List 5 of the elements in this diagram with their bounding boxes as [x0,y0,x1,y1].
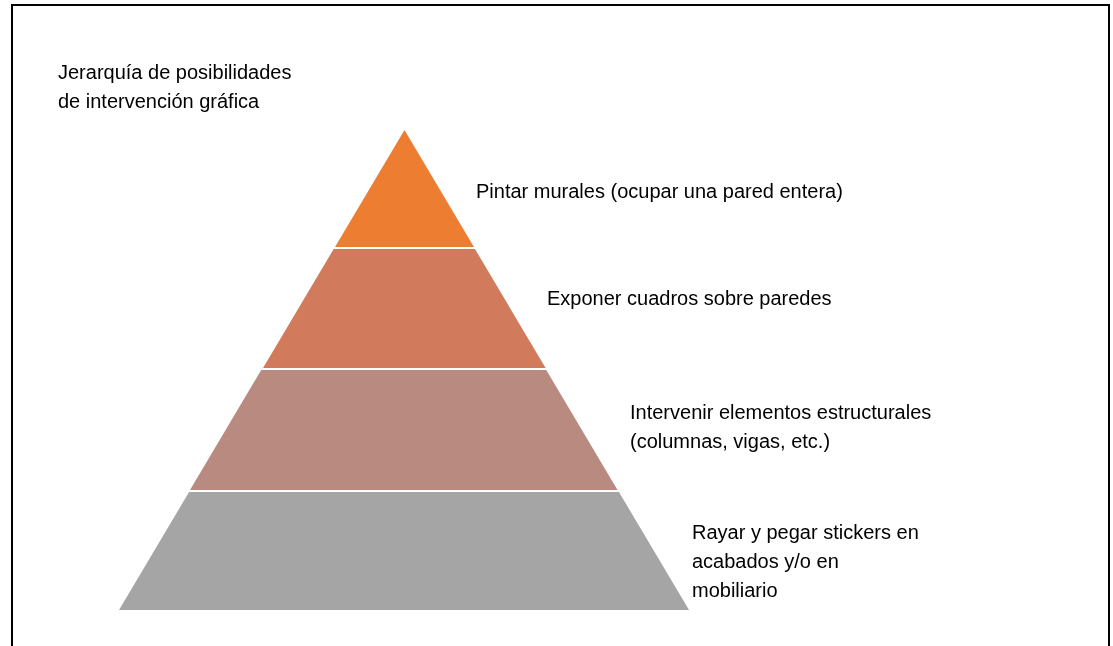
diagram-title: Jerarquía de posibilidades de intervención gráfica [58,60,293,114]
tier-label: Rayar y pegar stickers en acabados y/o en mobiliario [692,520,920,603]
tier-label: Intervenir elementos estructurales (columnas, vigas, etc.) [630,400,933,454]
tier-label: Exponer cuadros sobre paredes [547,286,833,311]
tier-label: Pintar murales (ocupar una pared entera) [476,179,844,204]
